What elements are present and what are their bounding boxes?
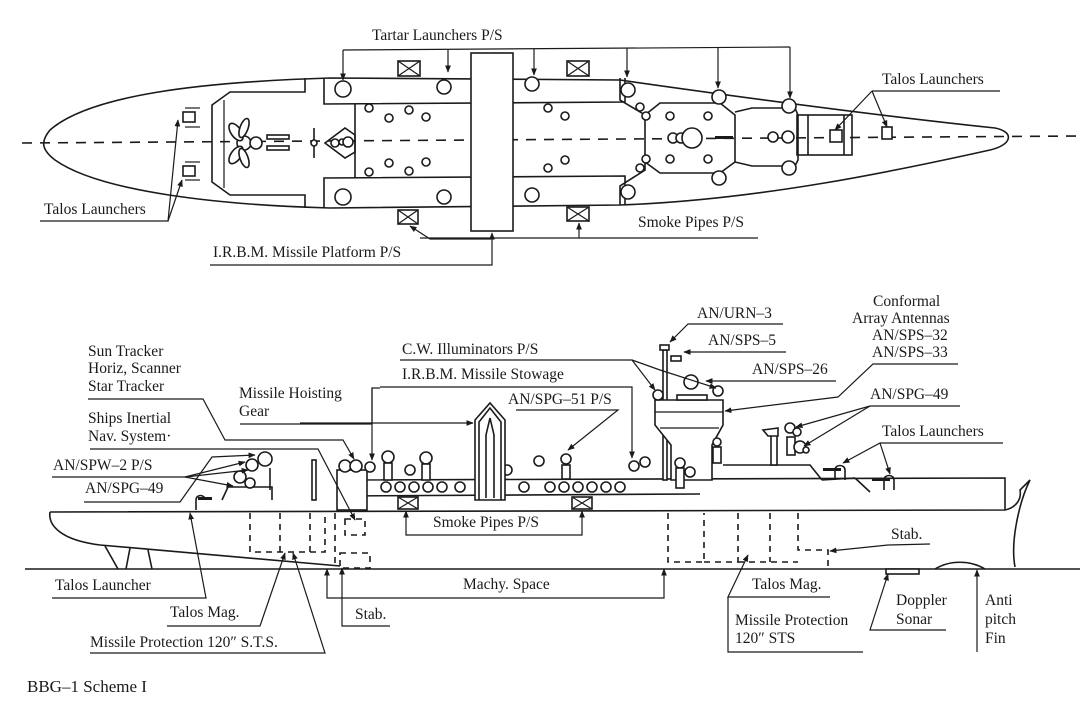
plan-irbm-platform	[470, 52, 514, 232]
plan-label-talos-aft: Talos Launchers	[40, 119, 183, 222]
label-talos-launchers-plan-fwd: Talos Launchers	[882, 71, 984, 88]
label-missile-protection-fwd-group: Missile Protection 120″ STS	[727, 597, 863, 653]
label-an-sps32: AN/SPS–32	[872, 327, 948, 344]
label-smoke-pipes-profile: Smoke Pipes P/S	[433, 514, 539, 531]
label-ships-inertial-group: Ships Inertial Nav. System·	[88, 410, 356, 521]
plan-hull-outline	[42, 77, 1010, 209]
plan-label-smoke-pipes: Smoke Pipes P/S	[420, 214, 758, 239]
label-doppler-sonar-group: Doppler Sonar	[869, 573, 948, 631]
profile-bridge-mast	[652, 344, 724, 489]
label-nav-system: Nav. System·	[88, 428, 171, 445]
label-stab-fwd-group: Stab.	[829, 526, 931, 554]
label-missile-hoisting-gear: Gear	[239, 403, 270, 420]
label-tartar-launchers: Tartar Launchers P/S	[372, 27, 503, 44]
profile-hoist-housing	[336, 450, 651, 511]
label-anti: Anti	[985, 592, 1013, 609]
diagram-caption: BBG–1 Scheme I	[27, 677, 147, 696]
label-missile-hoisting: Missile Hoisting	[239, 385, 342, 402]
label-talos-mag-aft-group: Talos Mag.	[167, 552, 286, 627]
plan-aft-rotor	[228, 117, 356, 169]
label-sun-tracker-group: Sun Tracker Horiz, Scanner Star Tracker	[88, 343, 355, 460]
label-smoke-pipes-profile-group: Smoke Pipes P/S	[403, 510, 585, 536]
profile-compartments	[249, 513, 829, 569]
label-cw-illuminators: C.W. Illuminators P/S	[402, 341, 538, 358]
label-an-spg49-aft: AN/SPG–49	[85, 480, 164, 497]
label-missile-protection-fwd-sts: 120″ STS	[735, 630, 795, 647]
label-missile-protection-aft-group: Missile Protection 120″ S.T.S.	[90, 552, 326, 654]
label-an-spw2: AN/SPW–2 P/S	[53, 457, 153, 474]
plan-label-talos-fwd: Talos Launchers	[834, 71, 1000, 131]
label-talos-launcher-aft: Talos Launcher	[55, 577, 152, 594]
profile-irbm-stowage	[474, 401, 506, 501]
label-machy-space-group: Machy. Space	[324, 568, 667, 599]
label-array-antennas: Array Antennas	[852, 310, 950, 327]
label-talos-launcher-aft-group: Talos Launcher	[52, 512, 207, 599]
label-stab-fwd: Stab.	[891, 526, 922, 543]
plan-label-tartar: Tartar Launchers P/S	[340, 27, 793, 99]
label-conformal-group: Conformal Array Antennas AN/SPS–32 AN/SP…	[724, 293, 958, 414]
label-ships-inertial: Ships Inertial	[88, 410, 171, 427]
profile-smoke-pipes	[397, 496, 593, 510]
label-an-spg51-group: AN/SPG–51 P/S	[508, 391, 620, 451]
label-an-spg49-fwd: AN/SPG–49	[870, 386, 949, 403]
label-stab-aft: Stab.	[355, 606, 386, 623]
label-irbm-platform: I.R.B.M. Missile Platform P/S	[213, 244, 401, 261]
label-horiz-scanner: Horiz, Scanner	[88, 360, 182, 377]
label-smoke-pipes-plan: Smoke Pipes P/S	[638, 214, 744, 231]
profile-anti-pitch-fin	[934, 561, 986, 570]
label-an-sps26-group: AN/SPS–26	[705, 361, 836, 384]
label-an-spg51: AN/SPG–51 P/S	[508, 391, 612, 408]
label-anti-pitch-fin-group: Anti pitch Fin	[974, 569, 1016, 652]
label-pitch: pitch	[985, 611, 1016, 628]
profile-hull	[49, 479, 1031, 568]
label-an-sps33: AN/SPS–33	[872, 344, 948, 361]
label-fin: Fin	[985, 630, 1006, 647]
label-irbm-stowage: I.R.B.M. Missile Stowage	[402, 366, 564, 383]
profile-deck-circles	[380, 481, 626, 493]
label-talos-mag-aft: Talos Mag.	[170, 604, 240, 621]
label-an-spg49-aft-group: AN/SPG–49	[84, 452, 256, 503]
label-an-sps26: AN/SPS–26	[752, 361, 828, 378]
profile-aft-sensors	[195, 451, 317, 510]
label-an-spg49-fwd-group: AN/SPG–49	[795, 386, 960, 447]
label-missile-hoisting-group: Missile Hoisting Gear	[239, 385, 380, 461]
label-an-urn3: AN/URN–3	[697, 305, 772, 322]
plan-smoke-pipes	[397, 60, 590, 225]
label-talos-launchers-fwd-group: Talos Launchers	[842, 423, 1003, 475]
label-an-urn3-group: AN/URN–3	[669, 305, 783, 343]
label-machy-space: Machy. Space	[463, 576, 550, 593]
profile-view: Sun Tracker Horiz, Scanner Star Tracker …	[25, 293, 1080, 654]
label-cw-illuminators-group: C.W. Illuminators P/S	[400, 341, 717, 391]
label-missile-protection-aft: Missile Protection 120″ S.T.S.	[90, 634, 278, 651]
label-star-tracker: Star Tracker	[88, 378, 165, 395]
profile-doppler-sonar	[885, 568, 920, 575]
profile-fwd-superstructure	[723, 422, 895, 493]
label-sonar: Sonar	[896, 611, 933, 628]
label-an-sps5-group: AN/SPS–5	[683, 332, 786, 355]
label-conformal: Conformal	[873, 293, 940, 310]
label-talos-mag-fwd: Talos Mag.	[752, 576, 822, 593]
label-an-spw2-group: AN/SPW–2 P/S	[52, 457, 249, 488]
label-sun-tracker: Sun Tracker	[88, 343, 164, 360]
label-an-sps5: AN/SPS–5	[708, 332, 776, 349]
plan-label-irbm: I.R.B.M. Missile Platform P/S	[210, 225, 495, 266]
label-missile-protection-fwd: Missile Protection	[735, 612, 848, 629]
plan-talos-launcher-aft	[182, 107, 200, 181]
label-irbm-stowage-group: I.R.B.M. Missile Stowage	[300, 366, 635, 459]
plan-view: Tartar Launchers P/S Talos Launchers Tal…	[21, 27, 1080, 266]
plan-centerline	[21, 135, 1080, 144]
plan-aft-deckhouse	[211, 78, 306, 208]
label-talos-launchers-profile-fwd: Talos Launchers	[882, 423, 984, 440]
plan-forward-structures	[619, 78, 893, 205]
label-doppler: Doppler	[896, 592, 948, 609]
label-talos-launchers-plan-aft: Talos Launchers	[44, 201, 146, 218]
label-stab-aft-group: Stab.	[339, 567, 390, 627]
